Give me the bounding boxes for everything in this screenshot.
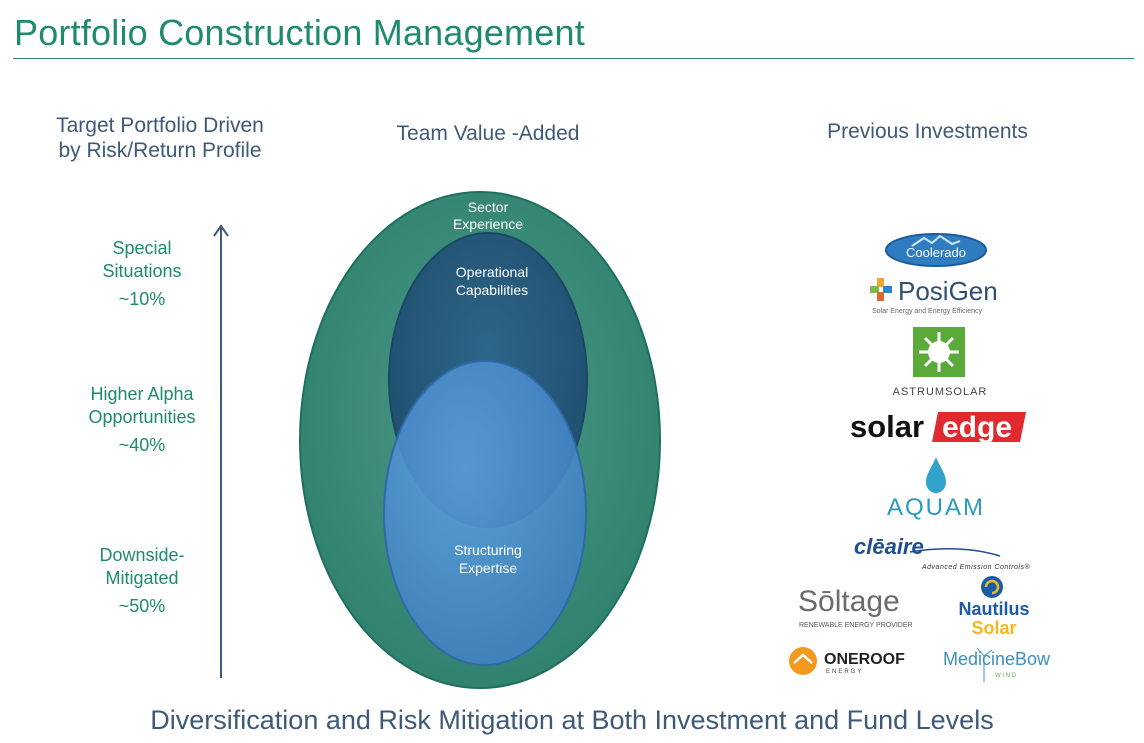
nautilus-wordmark: Nautilus xyxy=(958,599,1029,619)
tier-label-line1: Downside- xyxy=(99,545,185,565)
astrum-wordmark: ASTRUMSOLAR xyxy=(893,386,988,398)
footer-statement: Diversification and Risk Mitigation at B… xyxy=(150,705,994,735)
team-value-heading: Team Value -Added xyxy=(396,122,580,145)
aquam-wordmark: AQUAM xyxy=(887,494,985,520)
soltage-tagline: RENEWABLE ENERGY PROVIDER xyxy=(799,622,913,629)
solar-wordmark: Solar xyxy=(971,618,1016,638)
coolerado-logo: Coolerado xyxy=(885,233,987,267)
tier-label-line2: Situations xyxy=(102,261,182,281)
tier-label-line2: Mitigated xyxy=(105,568,179,588)
inner-label-line2: Expertise xyxy=(459,560,518,576)
risk-up-arrow-icon xyxy=(213,224,229,678)
solaredge-wordmark-solar: solar xyxy=(850,409,924,444)
astrum-solar-logo: ASTRUMSOLAR xyxy=(893,327,988,398)
tier-label-line1: Higher Alpha xyxy=(90,384,194,404)
oneroof-wordmark: ONEROOF xyxy=(824,651,905,668)
tier-label-line2: Opportunities xyxy=(88,407,196,427)
outer-label-line1: Sector xyxy=(468,199,509,215)
cleaire-tagline: Advanced Emission Controls® xyxy=(921,563,1030,571)
solaredge-logo: solar edge xyxy=(850,409,1026,444)
wind-turbine-icon xyxy=(976,647,993,682)
structuring-expertise-ellipse xyxy=(383,360,587,666)
nautilus-shell-icon xyxy=(981,576,1003,598)
coolerado-wordmark: Coolerado xyxy=(906,245,966,260)
soltage-logo: Sōltage RENEWABLE ENERGY PROVIDER xyxy=(798,585,913,629)
tier-percentage: ~40% xyxy=(118,435,166,455)
risk-return-heading: Target Portfolio Driven by Risk/Return P… xyxy=(30,113,290,163)
risk-return-heading-line1: Target Portfolio Driven xyxy=(56,114,264,137)
middle-label-line1: Operational xyxy=(456,264,528,280)
posigen-cross-icon xyxy=(870,278,892,301)
cleaire-logo: clēaire Advanced Emission Controls® xyxy=(854,534,1030,571)
nautilus-solar-logo: Nautilus Solar xyxy=(958,576,1030,638)
aquam-logo: AQUAM xyxy=(887,457,985,520)
oneroof-tagline: ENERGY xyxy=(826,669,863,675)
tier-percentage: ~50% xyxy=(118,596,166,616)
value-added-ellipses: Sector Experience Operational Capabiliti… xyxy=(299,191,661,689)
inner-label-line1: Structuring xyxy=(454,542,522,558)
tier-downside-mitigated: Downside- Mitigated ~50% xyxy=(57,544,227,618)
oneroof-logo: ONEROOF ENERGY xyxy=(789,647,905,675)
medicine-bow-wordmark: MedicineBow xyxy=(943,649,1051,669)
soltage-wordmark: Sōltage xyxy=(798,585,900,618)
page-title: Portfolio Construction Management xyxy=(14,12,585,53)
cleaire-wordmark: clēaire xyxy=(854,534,924,559)
posigen-tagline: Solar Energy and Energy Efficiency xyxy=(872,308,982,315)
water-drop-icon xyxy=(926,457,946,493)
outer-label-line2: Experience xyxy=(453,216,523,232)
oneroof-sun-icon xyxy=(789,647,817,675)
tier-label-line1: Special xyxy=(112,238,172,258)
tier-percentage: ~10% xyxy=(118,289,166,309)
posigen-wordmark: PosiGen xyxy=(898,276,998,306)
medicine-bow-tagline: W I N D xyxy=(995,673,1017,679)
tier-higher-alpha: Higher Alpha Opportunities ~40% xyxy=(57,383,227,457)
previous-investments-heading: Previous Investments xyxy=(827,120,1028,143)
tier-special-situations: Special Situations ~10% xyxy=(57,237,227,311)
title-divider xyxy=(13,58,1134,59)
medicine-bow-wind-logo: MedicineBow W I N D xyxy=(943,647,1051,682)
middle-label-line2: Capabilities xyxy=(456,282,528,298)
posigen-logo: PosiGen Solar Energy and Energy Efficien… xyxy=(870,276,998,315)
risk-return-heading-line2: by Risk/Return Profile xyxy=(58,139,262,162)
solaredge-wordmark-edge: edge xyxy=(942,411,1012,444)
